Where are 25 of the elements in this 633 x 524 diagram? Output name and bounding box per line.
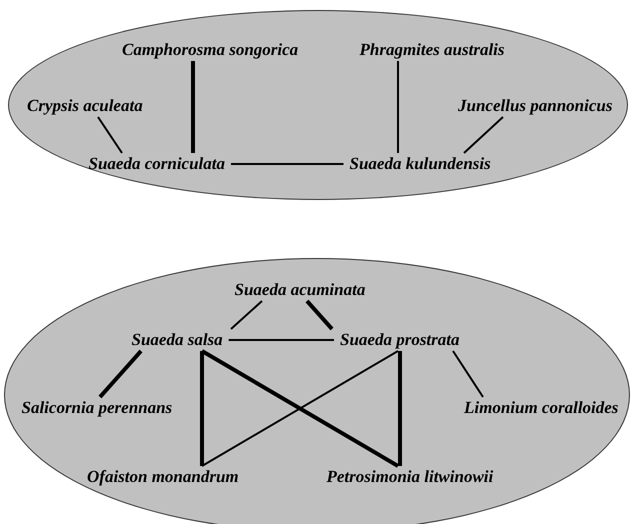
connector-line (306, 300, 334, 330)
connector-line (463, 116, 504, 154)
species-label: Ofaiston monandrum (81, 466, 245, 488)
species-label: Suaeda salsa (126, 329, 229, 351)
connector-line (230, 300, 263, 330)
connector-line (228, 339, 334, 341)
species-label: Suaeda prostrata (334, 329, 466, 351)
connector-line (191, 61, 195, 153)
connector-line (97, 116, 123, 154)
species-label: Petrosimonia litwinowii (320, 466, 500, 488)
connector-line (452, 350, 484, 398)
species-label: Suaeda acuminata (228, 279, 372, 301)
connector-line (397, 61, 399, 153)
species-label: Limonium coralloides (458, 397, 624, 419)
connector-line (98, 350, 142, 398)
species-label: Salicornia perennans (16, 397, 178, 419)
species-label: Juncellus pannonicus (452, 95, 618, 117)
connector-line (200, 351, 204, 466)
species-label: Camphorosma songorica (116, 39, 304, 61)
species-label: Suaeda corniculata (82, 153, 231, 175)
connector-line (398, 351, 402, 466)
species-label: Suaeda kulundensis (344, 153, 497, 175)
species-label: Crypsis aculeata (21, 95, 149, 117)
species-label: Phragmites australis (354, 39, 511, 61)
connector-line (231, 163, 344, 165)
